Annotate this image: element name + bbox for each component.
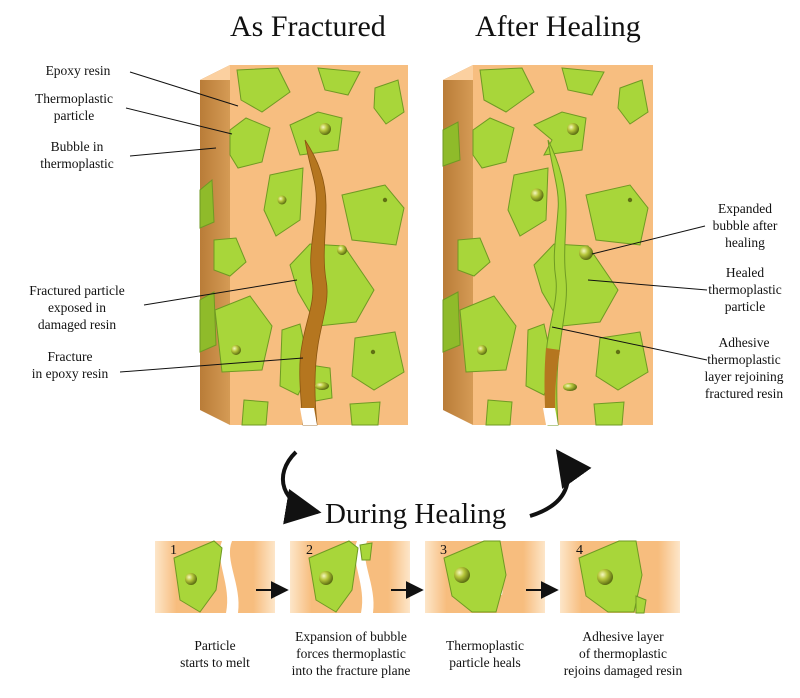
title-as-fractured: As Fractured — [230, 10, 386, 43]
process-arrow-up — [529, 449, 592, 518]
step-number-3: 3 — [440, 543, 447, 558]
label-thermoplastic-particle: Thermoplastic particle — [35, 91, 113, 123]
step-number-2: 2 — [306, 543, 313, 558]
label-healed-particle: Healed thermoplastic particle — [708, 265, 782, 314]
step-caption-1: Particle starts to melt — [180, 638, 250, 670]
step-number-4: 4 — [576, 543, 583, 558]
process-arrow-down — [280, 450, 322, 525]
label-bubble: Bubble in thermoplastic — [40, 139, 114, 171]
label-epoxy-resin: Epoxy resin — [45, 63, 111, 78]
step-caption-4: Adhesive layer of thermoplastic rejoins … — [563, 629, 683, 678]
step-number-1: 1 — [170, 543, 177, 558]
step-caption-3: Thermoplastic particle heals — [446, 638, 524, 670]
title-during-healing: During Healing — [325, 498, 507, 530]
label-adhesive-layer: Adhesive thermoplastic layer rejoining f… — [704, 335, 784, 401]
fractured-block — [199, 65, 408, 426]
step-strips — [155, 540, 680, 614]
label-fracture: Fracture in epoxy resin — [31, 349, 109, 381]
healed-block — [442, 65, 653, 426]
label-fractured-particle: Fractured particle exposed in damaged re… — [29, 283, 125, 332]
step-caption-2: Expansion of bubble forces thermoplastic… — [291, 629, 411, 678]
title-after-healing: After Healing — [475, 10, 641, 43]
label-expanded-bubble: Expanded bubble after healing — [712, 201, 778, 250]
